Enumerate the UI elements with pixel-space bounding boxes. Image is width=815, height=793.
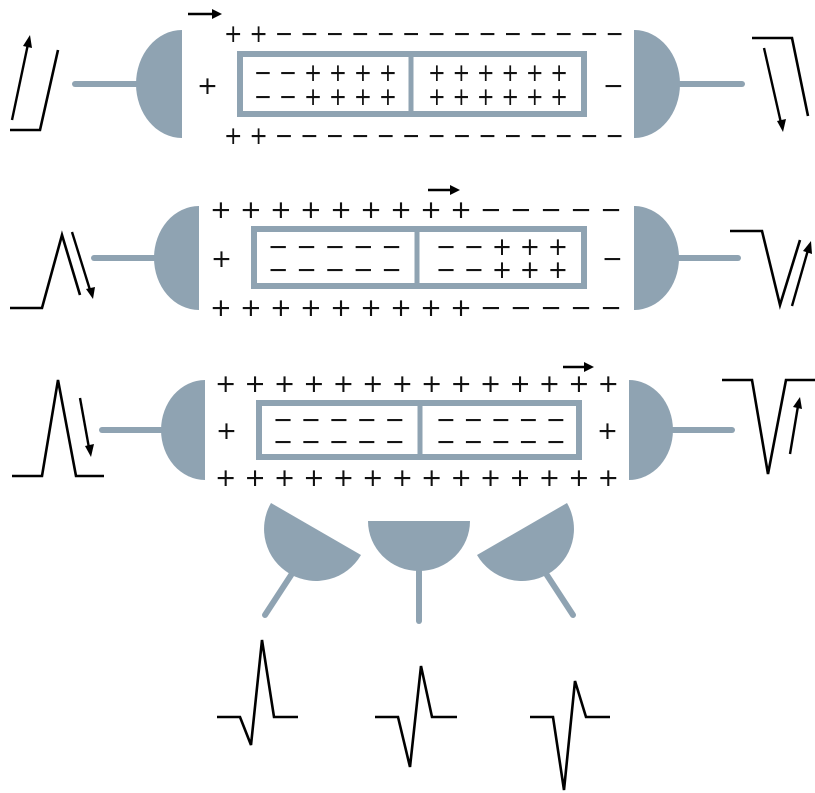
outer-bottom-charges: + + − − − − − − − − − − − − − − [224,121,624,150]
inner-left-row2: − − + + + + [254,82,397,111]
left-trace [10,230,95,310]
bottom-trace-center [375,665,457,768]
right-electrode [634,30,680,138]
outer-top-charges: + + + + + + + + + − − − − − [210,195,622,224]
stage-3: + + + + + + + + + + + + + + + + + + + + … [12,362,815,492]
inner-right-row1: + + + + + + [428,58,568,87]
stage-2: + + + + + + + + + − − − − − + + + + + + … [10,185,812,322]
outer-bottom-charges: + + + + + + + + + + + + + + [215,463,619,492]
inner-right-row1: − − − − − [436,405,566,434]
inner-left-row1: − − + + + + [254,58,397,87]
outer-right-charge: + [597,416,618,445]
left-electrode [136,30,182,138]
outer-top-charges: + + − − − − − − − − − − − − − − [224,19,624,48]
right-electrode [629,380,673,480]
inner-left-row1: − − − − − [273,405,405,434]
bottom-trace-right [530,680,610,791]
stage-1: + + − − − − − − − − − − − − − − + + − − … [10,9,810,150]
wavefront-arrow [428,185,460,195]
outer-right-charge: − [603,71,624,100]
inner-right-row2: − − − − − [436,427,566,456]
outer-left-charge: + [211,244,232,273]
outer-left-charge: + [216,416,237,445]
left-electrode [154,206,199,310]
wavefront-arrow [563,362,594,372]
inner-right-row2: + + + + + + [428,82,568,111]
right-trace [722,378,815,475]
inner-right-row2: − − + + + [436,255,568,284]
bottom-trace-left [217,639,298,746]
bottom-electrode-center [368,521,470,624]
bottom-traces [217,639,610,791]
outer-right-charge: − [602,244,623,273]
left-electrode [161,380,205,480]
left-trace [10,35,60,132]
bottom-electrodes [262,503,576,624]
right-electrode [634,206,679,310]
inner-left-row2: − − − − − [273,427,405,456]
inner-left-row2: − − − − − [268,255,402,284]
outer-left-charge: + [197,71,218,100]
right-trace [752,36,810,132]
wavefront-arrow [188,9,222,19]
bottom-electrode-right [477,503,576,618]
left-trace [12,379,104,478]
inner-right-row1: − − + + + [436,232,568,261]
inner-left-row1: − − − − − [268,232,402,261]
right-trace [730,229,812,310]
outer-top-charges: + + + + + + + + + + + + + + [215,369,619,398]
outer-bottom-charges: + + + + + + + + + − − − − − [210,293,622,322]
bottom-electrode-left [262,503,361,618]
